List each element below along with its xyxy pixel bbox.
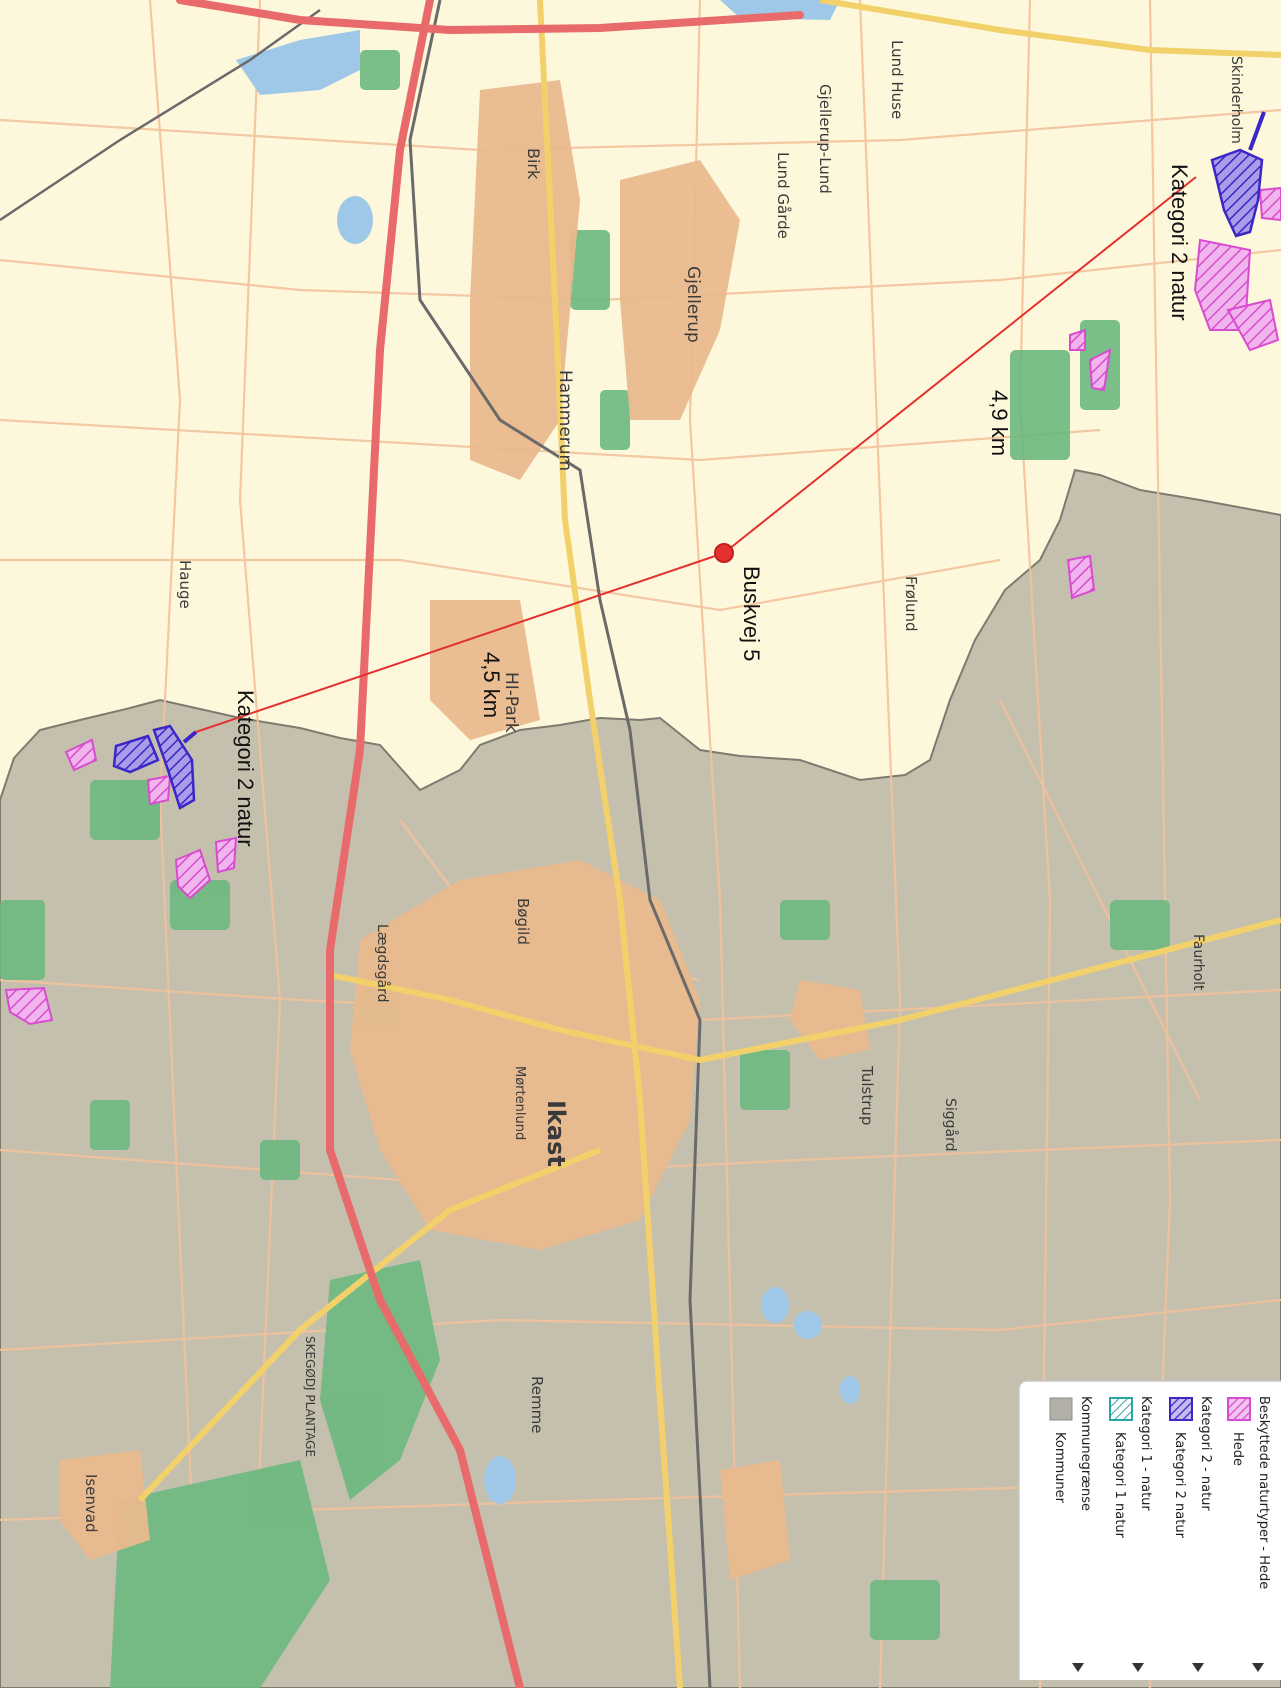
legend-item-kategori-1: Kategori 1 natur [1112, 1432, 1127, 1539]
measure-line-west [195, 552, 725, 733]
legend-swatch-kategori-2 [1169, 1397, 1193, 1421]
place-bogild: Bøgild [514, 898, 532, 945]
place-gjellerup-lund: Gjellerup-Lund [816, 84, 834, 194]
measure-line-northeast [723, 176, 1197, 554]
place-ikast: Ikast [542, 1100, 570, 1167]
place-isenvad: Isenvad [82, 1474, 100, 1533]
legend-group-hede[interactable]: Beskyttede naturtyper - Hede Hede [1227, 1396, 1271, 1672]
place-laegdsgaard: Lægdsgård [374, 924, 391, 1002]
legend-group-kategori-2[interactable]: Kategori 2 - natur Kategori 2 natur [1169, 1396, 1213, 1672]
place-skegod-plantage: SKEGØDJ PLANTAGE [303, 1336, 317, 1457]
place-hauge: Hauge [176, 560, 194, 609]
railway [408, 0, 712, 1688]
legend-title-kategori-1: Kategori 1 - natur [1138, 1396, 1153, 1511]
main-roads [137, 0, 1281, 1688]
place-faurholt: Faurholt [1190, 934, 1206, 991]
motorway [176, 0, 804, 1688]
place-birk: Birk [524, 148, 543, 180]
target-label-northeast: Kategori 2 natur [1167, 164, 1192, 321]
legend-item-kommune: Kommuner [1052, 1432, 1067, 1504]
distance-northeast: 4,9 km [987, 390, 1012, 456]
place-remme: Remme [528, 1376, 546, 1433]
legend-item-kategori-2: Kategori 2 natur [1172, 1432, 1187, 1539]
forest-areas [0, 50, 1220, 1688]
place-lund-huse: Lund Huse [888, 40, 906, 119]
target-label-west: Kategori 2 natur [233, 690, 258, 847]
place-siggaard: Siggård [942, 1098, 959, 1152]
legend-group-kategori-1[interactable]: Kategori 1 - natur Kategori 1 natur [1109, 1396, 1153, 1672]
legend-swatch-kommune [1049, 1397, 1073, 1421]
kategori-2-polygons [112, 111, 1266, 810]
railway-northwest [0, 8, 321, 222]
legend-swatch-kategori-1 [1109, 1397, 1133, 1421]
place-martenlund: Mørtenlund [512, 1066, 527, 1140]
legend-swatch-hede [1227, 1397, 1251, 1421]
legend-panel[interactable]: Beskyttede naturtyper - Hede Hede Katego… [1018, 1380, 1281, 1680]
place-frolund: Frølund [902, 576, 920, 632]
place-hi-park: HI-Park [501, 672, 521, 733]
legend-group-kommune[interactable]: Kommunegrænse Kommuner [1049, 1396, 1093, 1672]
hede-polygons [4, 186, 1281, 1026]
legend-title-hede: Beskyttede naturtyper - Hede [1256, 1396, 1271, 1589]
kategori-2-west [112, 734, 160, 774]
kategori-2-northeast [1210, 148, 1264, 238]
place-lund-garde: Lund Gårde [774, 152, 792, 239]
triangle-icon[interactable] [1072, 1663, 1084, 1672]
triangle-icon[interactable] [1192, 1663, 1204, 1672]
legend-title-kommune: Kommunegrænse [1078, 1396, 1093, 1511]
triangle-icon[interactable] [1132, 1663, 1144, 1672]
place-skinderholm: Skinderholm [1228, 56, 1244, 144]
legend-title-kategori-2: Kategori 2 - natur [1198, 1396, 1213, 1511]
legend-item-hede: Hede [1230, 1432, 1245, 1466]
place-labels: Lund Huse Gjellerup-Lund Lund Gårde Birk… [82, 40, 1244, 1533]
location-marker[interactable] [714, 543, 734, 563]
measurement-lines [195, 176, 1197, 733]
distance-west: 4,5 km [479, 652, 504, 718]
triangle-icon[interactable] [1252, 1663, 1264, 1672]
place-hammerum: Hammerum [555, 370, 575, 471]
place-gjellerup: Gjellerup [683, 266, 703, 343]
place-tulstrup: Tulstrup [858, 1065, 876, 1125]
marker-label: Buskvej 5 [739, 566, 764, 661]
